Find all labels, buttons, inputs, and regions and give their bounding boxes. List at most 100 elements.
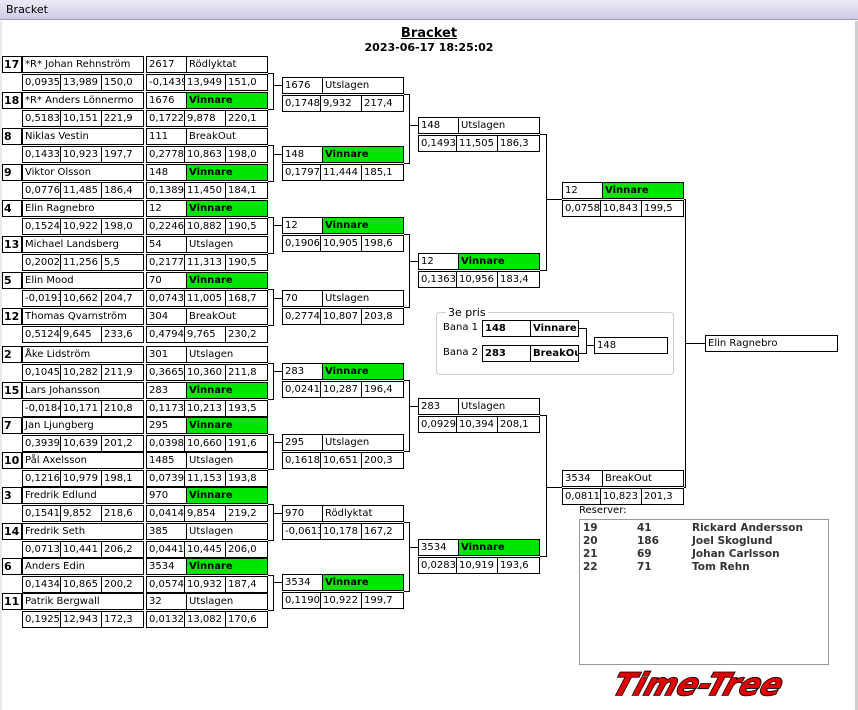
bracket-connector (268, 73, 274, 74)
entry-number: 283 (146, 382, 187, 399)
bracket-connector (546, 134, 547, 271)
elapsed-time: 10,660 (184, 435, 226, 452)
speed: 150,0 (101, 74, 144, 91)
elapsed-time: 9,645 (60, 326, 102, 343)
entry-status: Rödlyktat (322, 505, 404, 522)
elapsed-time: 10,922 (60, 218, 102, 235)
elapsed-time: 10,282 (60, 364, 102, 381)
entry-number: 295 (282, 434, 323, 451)
reaction-time: 0,1363 (418, 271, 457, 288)
elapsed-time: 10,441 (60, 541, 102, 558)
elapsed-time: 11,505 (456, 135, 498, 152)
elapsed-time: 10,171 (60, 400, 102, 417)
reaction-time: -0,0613 (282, 523, 321, 540)
bracket-connector (409, 125, 418, 126)
entry-number: 283 (282, 363, 323, 380)
bracket-connector (273, 73, 274, 110)
reserve-num: 71 (637, 561, 652, 573)
bracket-connector (273, 217, 274, 254)
seed-number: 3 (2, 487, 22, 504)
reaction-time: 0,1524 (22, 218, 61, 235)
reaction-time: 0,2177 (146, 254, 185, 271)
entry-number: 3534 (418, 539, 459, 556)
elapsed-time: 10,213 (184, 400, 226, 417)
reaction-time: 0,1045 (22, 364, 61, 381)
reaction-time: 0,1618 (282, 452, 321, 469)
reserve-pos: 19 (583, 522, 598, 534)
reserve-name: Johan Carlsson (692, 548, 780, 560)
window-titlebar[interactable]: Bracket (0, 0, 858, 20)
speed: 208,1 (497, 416, 540, 433)
entry-number: 148 (146, 164, 187, 181)
lane2-label: Bana 2 (443, 347, 478, 358)
speed: 211,9 (101, 364, 144, 381)
bracket-connector (404, 307, 410, 308)
driver-name: Pål Axelsson (22, 452, 144, 469)
driver-name: Elin Ragnebro (22, 200, 144, 217)
entry-status: Utslagen (186, 236, 268, 253)
lane2-status: BreakOut (530, 345, 579, 362)
elapsed-time: 10,923 (60, 146, 102, 163)
speed: 193,5 (225, 400, 268, 417)
speed: 185,1 (361, 164, 404, 181)
driver-name: Elin Mood (22, 272, 144, 289)
driver-name: *R* Johan Rehnström (22, 56, 144, 73)
elapsed-time: 10,639 (60, 435, 102, 452)
reaction-time: 0,0441 (146, 541, 185, 558)
third-connector (579, 353, 587, 354)
reserve-pos: 20 (583, 535, 598, 547)
reaction-time: -0,0184 (22, 400, 61, 417)
bracket-connector (268, 325, 274, 326)
bracket-connector (404, 591, 410, 592)
driver-name: Anders Edin (22, 558, 144, 575)
seed-number: 5 (2, 272, 22, 289)
speed: 217,4 (361, 95, 404, 112)
reaction-time: 0,2246 (146, 218, 185, 235)
entry-number: 148 (282, 146, 323, 163)
speed: 167,2 (361, 523, 404, 540)
speed: 193,8 (225, 470, 268, 487)
reaction-time: 0,0935 (22, 74, 61, 91)
bracket-connector (273, 513, 282, 514)
winner-status: Vinnare (602, 182, 684, 199)
entry-status: Utslagen (186, 593, 268, 610)
reaction-time: 0,1433 (22, 146, 61, 163)
elapsed-time: 10,932 (184, 576, 226, 593)
bracket-connector (409, 94, 410, 164)
entry-number: 1676 (282, 77, 323, 94)
bracket-connector (273, 504, 274, 541)
speed: 200,2 (101, 576, 144, 593)
elapsed-time: 9,932 (320, 95, 362, 112)
elapsed-time: 11,450 (184, 182, 226, 199)
bracket-connector (268, 289, 274, 290)
elapsed-time: 10,651 (320, 452, 362, 469)
speed: 230,2 (225, 326, 268, 343)
speed: 186,4 (101, 182, 144, 199)
entry-status: BreakOut (186, 308, 268, 325)
bracket-connector (409, 522, 410, 592)
seed-number: 10 (2, 452, 22, 469)
driver-name: Lars Johansson (22, 382, 144, 399)
elapsed-time: 10,445 (184, 541, 226, 558)
bracket-connector (404, 94, 410, 95)
reaction-time: 0,4794 (146, 326, 185, 343)
lane1-status: Vinnare (530, 320, 579, 337)
elapsed-time: 10,979 (60, 470, 102, 487)
lane2-number: 283 (482, 345, 531, 362)
driver-name: Michael Landsberg (22, 236, 144, 253)
driver-name: Fredrik Edlund (22, 487, 144, 504)
reaction-time: 0,1906 (282, 235, 321, 252)
reaction-time: 0,1434 (22, 576, 61, 593)
entry-status: BreakOut (602, 470, 684, 487)
elapsed-time: 10,394 (456, 416, 498, 433)
time-tree-logo: Time-Tree Time-Tree (607, 666, 789, 702)
reaction-time: 0,5124 (22, 326, 61, 343)
bracket-connector (268, 399, 274, 400)
speed: 172,3 (101, 611, 144, 628)
reaction-time: 0,2774 (282, 308, 321, 325)
bracket-connector (268, 504, 274, 505)
bracket-connector (273, 371, 282, 372)
speed: 190,5 (225, 254, 268, 271)
third-connector (579, 328, 587, 329)
speed: 191,6 (225, 435, 268, 452)
